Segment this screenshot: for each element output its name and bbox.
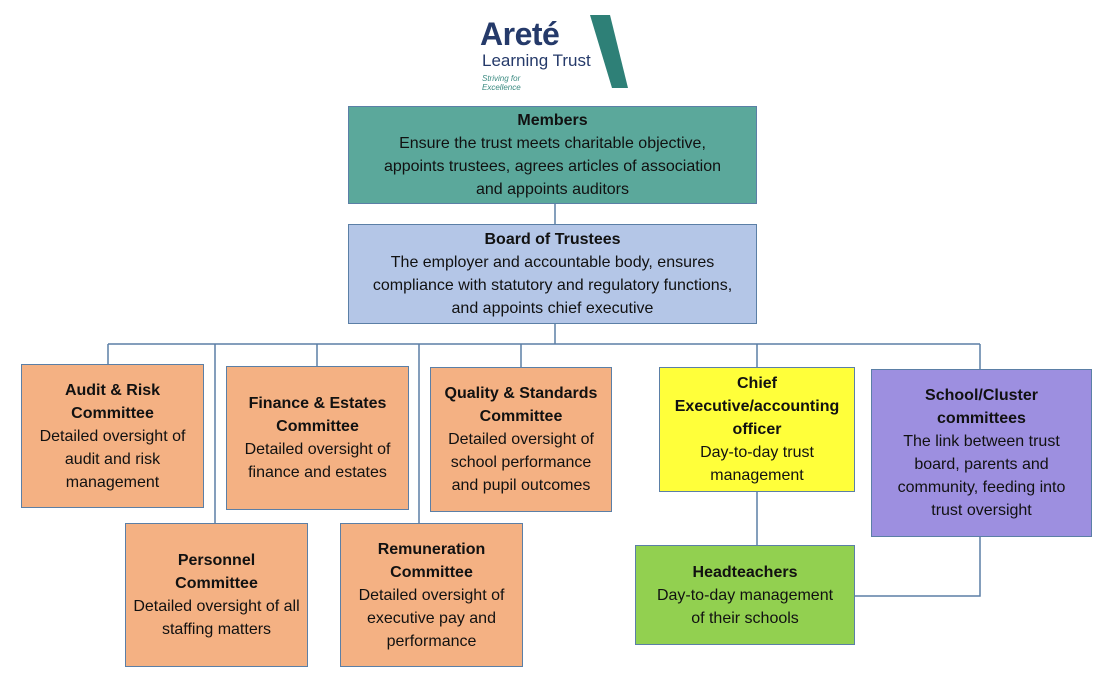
members-title: Members [517,112,588,129]
cluster-title: School/Cluster committees [925,387,1038,427]
audit-title: Audit & Risk Committee [64,381,161,422]
board-of-trustees-box: Board of Trustees The employer and accou… [348,224,757,324]
chief-title: Chief Executive/accounting officer [674,375,840,438]
headteachers-description: Day-to-day management of their schools [656,586,834,627]
personnel-committee-box: Personnel Committee Detailed oversight o… [125,523,308,667]
remuneration-committee-box: Remuneration Committee Detailed oversigh… [340,523,523,667]
audit-description: Detailed oversight of audit and risk man… [39,427,186,491]
audit-risk-committee-box: Audit & Risk Committee Detailed oversigh… [21,364,204,508]
quality-description: Detailed oversight of school performance… [448,431,594,494]
remuneration-title: Remuneration Committee [377,540,486,581]
logo-name: Areté [480,16,560,52]
quality-standards-committee-box: Quality & Standards Committee Detailed o… [430,367,612,512]
quality-title: Quality & Standards Committee [444,385,598,425]
members-description: Ensure the trust meets charitable object… [383,135,722,198]
chief-executive-box: Chief Executive/accounting officer Day-t… [659,367,855,492]
arete-logo: Areté Learning Trust Striving for Excell… [478,12,638,94]
remuneration-description: Detailed oversight of executive pay and … [358,586,505,650]
members-box: Members Ensure the trust meets charitabl… [348,106,757,204]
logo-subtitle: Learning Trust [482,51,591,70]
logo-a-mark-icon [590,15,628,88]
logo-tagline: Striving for Excellence [482,74,521,92]
personnel-title: Personnel Committee [175,552,258,592]
finance-estates-committee-box: Finance & Estates Committee Detailed ove… [226,366,409,510]
personnel-description: Detailed oversight of all staffing matte… [133,598,300,638]
finance-description: Detailed oversight of finance and estate… [244,441,391,481]
board-title: Board of Trustees [484,231,621,248]
cluster-headteachers-connector [855,537,981,597]
chief-description: Day-to-day trust management [700,444,814,484]
headteachers-title: Headteachers [692,563,798,581]
finance-title: Finance & Estates Committee [248,395,387,435]
headteachers-box: Headteachers Day-to-day management of th… [635,545,855,645]
board-description: The employer and accountable body, ensur… [372,254,733,317]
school-cluster-committees-box: School/Cluster committees The link betwe… [871,369,1092,537]
cluster-description: The link between trust board, parents an… [897,433,1066,519]
